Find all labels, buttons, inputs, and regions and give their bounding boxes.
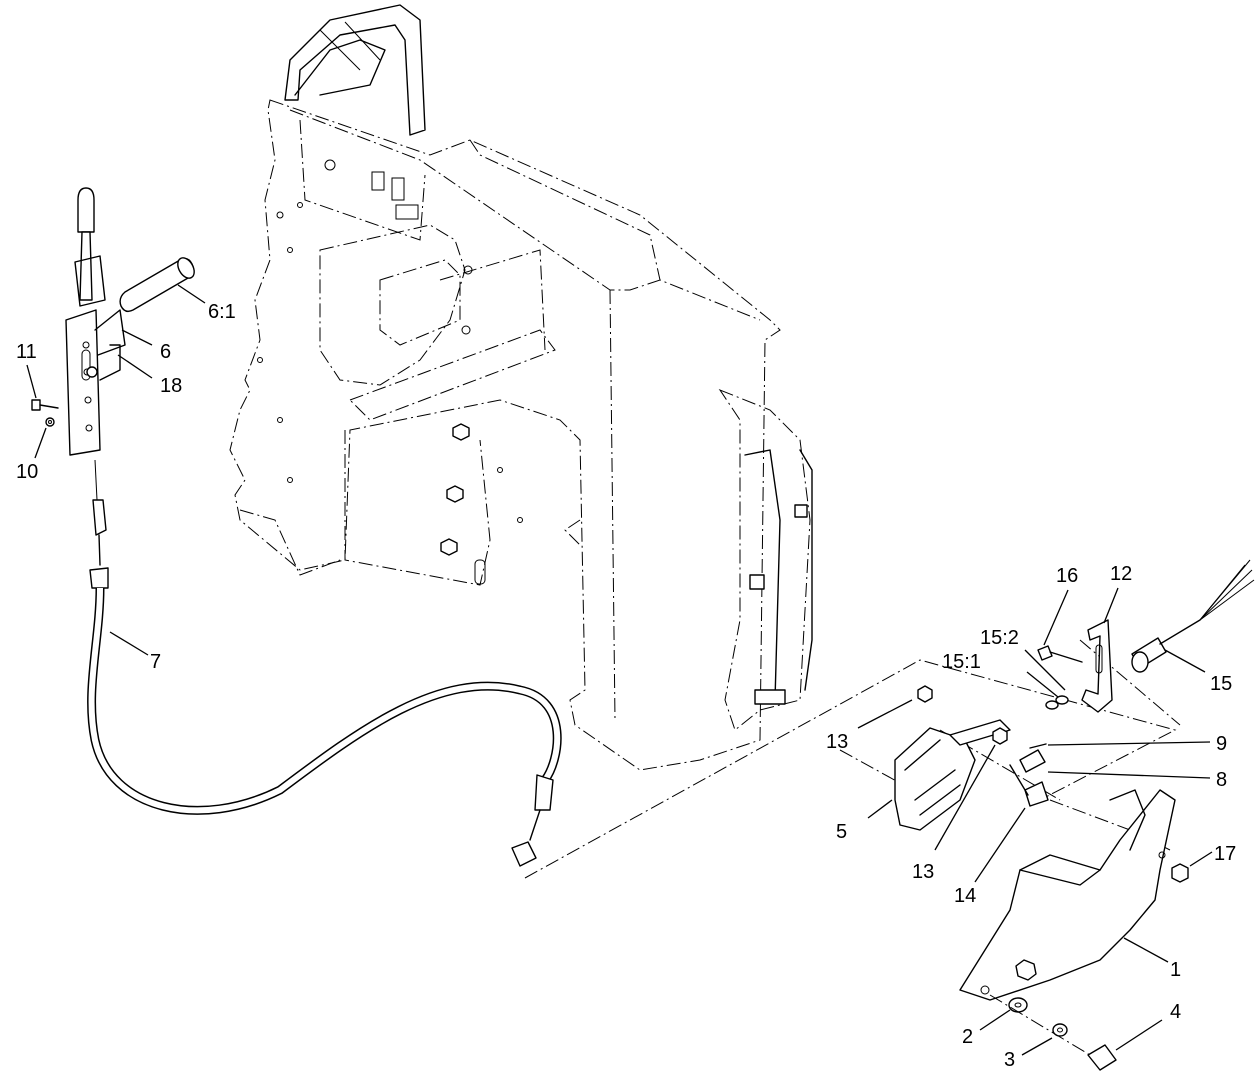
callout-6-1: 6:1 [208,301,236,323]
callout-13-lower: 13 [912,861,934,883]
callout-5: 5 [836,821,847,843]
control-cable [87,459,562,867]
callout-13-upper: 13 [826,731,848,753]
callout-11: 11 [16,341,37,363]
callout-15-2: 15:2 [980,627,1019,649]
callout-4: 4 [1170,1001,1181,1023]
callout-2: 2 [962,1026,973,1048]
callout-18: 18 [160,375,182,397]
main-frame-outline [229,99,781,771]
callout-14: 14 [954,885,976,907]
callout-3: 3 [1004,1049,1015,1071]
callout-labels: 6:1 6 18 11 10 7 13 5 13 14 8 9 15:1 15:… [16,301,1236,1071]
callout-17: 17 [1214,843,1236,865]
shift-lever-assembly [31,187,195,456]
callout-8: 8 [1216,769,1227,791]
frame-nuts [440,423,470,556]
switch-bracket-assembly [894,559,1255,1071]
side-box [718,388,813,731]
callout-12: 12 [1110,563,1132,585]
callout-10: 10 [16,461,38,483]
handle-bar [284,4,426,136]
callout-1: 1 [1170,959,1181,981]
leader-lines [26,284,1213,1056]
callout-7: 7 [150,651,161,673]
callout-6: 6 [160,341,171,363]
callout-15: 15 [1210,673,1232,695]
callout-9: 9 [1216,733,1227,755]
callout-16: 16 [1056,565,1078,587]
callout-15-1: 15:1 [942,651,981,673]
